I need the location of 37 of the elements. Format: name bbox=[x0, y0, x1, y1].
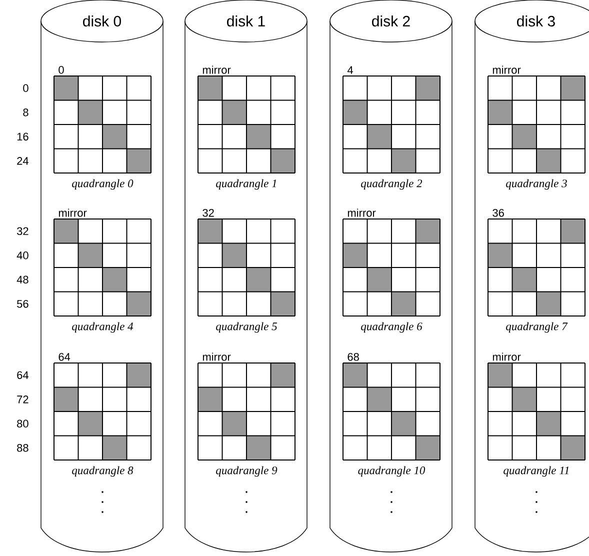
quadrangle-caption: quadrangle 5 bbox=[216, 322, 277, 333]
address-label: 8 bbox=[23, 108, 28, 116]
quadrangle-caption: quadrangle 1 bbox=[216, 179, 276, 190]
address-label: 72 bbox=[17, 396, 28, 404]
grid-label: mirror bbox=[58, 208, 87, 217]
grid-label: 64 bbox=[58, 353, 70, 361]
quadrangle-caption: quadrangle 2 bbox=[361, 179, 422, 190]
grid-label: mirror bbox=[348, 208, 376, 217]
address-label: 88 bbox=[17, 444, 28, 452]
address-label: 56 bbox=[17, 300, 28, 308]
address-label: 64 bbox=[17, 371, 28, 380]
quadrangle-caption: quadrangle 10 bbox=[358, 466, 426, 477]
grid-label: 4 bbox=[347, 66, 353, 74]
grid-label: mirror bbox=[492, 352, 521, 361]
grid-label: mirror bbox=[492, 66, 521, 74]
address-label: 40 bbox=[16, 251, 28, 260]
address-label: 0 bbox=[23, 84, 28, 92]
address-label: 16 bbox=[17, 132, 28, 141]
quadrangle-caption: quadrangle 3 bbox=[506, 179, 567, 190]
grid-label: 68 bbox=[348, 353, 359, 361]
quadrangle-caption: quadrangle 7 bbox=[506, 322, 568, 333]
address-label: 80 bbox=[17, 420, 28, 428]
grid-label: mirror bbox=[202, 352, 231, 361]
grid-label: 36 bbox=[492, 209, 504, 217]
grid-label: mirror bbox=[202, 66, 231, 74]
quadrangle-caption: quadrangle 6 bbox=[361, 322, 422, 333]
quadrangle-caption: quadrangle 0 bbox=[72, 179, 134, 190]
quadrangle-caption: quadrangle 11 bbox=[504, 466, 569, 477]
node-label: disk 3 bbox=[517, 15, 555, 26]
address-label: 32 bbox=[17, 227, 28, 236]
quadrangle-caption: quadrangle 8 bbox=[72, 466, 134, 477]
address-label: 24 bbox=[17, 157, 28, 165]
quadrangle-caption: quadrangle 4 bbox=[72, 322, 134, 333]
quadrangle-caption: quadrangle 9 bbox=[216, 466, 278, 477]
grid-label: 32 bbox=[202, 209, 214, 217]
grid-label: 0 bbox=[58, 66, 64, 74]
address-label: 48 bbox=[16, 276, 28, 284]
